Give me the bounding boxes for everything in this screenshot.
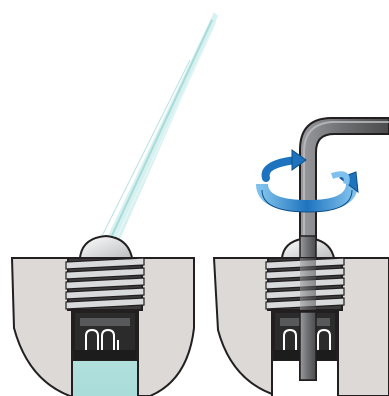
left-panel bbox=[12, 12, 218, 396]
spray-stream-icon bbox=[100, 12, 218, 244]
nozzle-collar bbox=[74, 312, 136, 360]
nozzle-cap bbox=[80, 236, 132, 258]
nozzle-thread-body bbox=[66, 258, 144, 310]
right-panel bbox=[214, 118, 389, 396]
nozzle-thread-body-right bbox=[266, 258, 344, 310]
